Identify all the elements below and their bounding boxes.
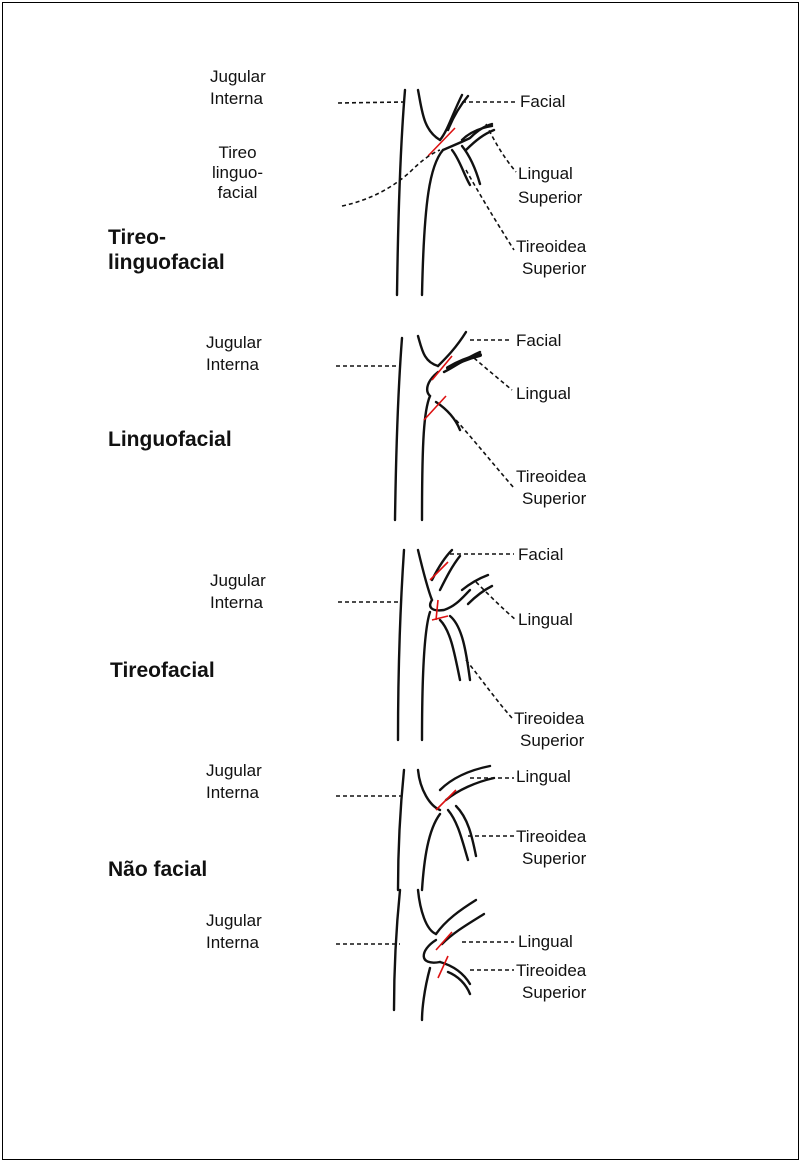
tireoidea-superior-label: Tireoidea Superior — [516, 960, 586, 1004]
jugular-vein-inner-lower — [422, 968, 430, 1020]
panel-5-drawing — [336, 890, 514, 1020]
jugular-vein-outer — [398, 770, 404, 890]
lingual-branch — [440, 766, 494, 800]
lingual-leader — [474, 358, 512, 390]
jugular-vein-inner-upper — [418, 550, 432, 600]
ligature-mark-2 — [438, 956, 448, 978]
jugular-vein-inner-upper — [418, 770, 440, 810]
jugular-vein-outer — [395, 338, 402, 520]
tireoidea-leader — [456, 420, 514, 488]
tireoidea-branch — [422, 396, 460, 520]
jugular-interna-label: Jugular Interna — [210, 66, 266, 110]
lingual-branch — [462, 575, 492, 604]
lingual-branch — [462, 126, 494, 150]
tireoidea-superior-label: Tireoidea Superior — [514, 708, 584, 752]
lingual-label: Lingual — [518, 931, 573, 953]
lingual-label: Lingual — [516, 383, 571, 405]
panel-2-drawing — [336, 332, 514, 520]
jugular-vein-mid — [430, 590, 470, 610]
panel-1-drawing — [338, 90, 518, 295]
panel-4-drawing — [336, 766, 514, 890]
lingual-label: Lingual — [516, 766, 571, 788]
facial-label: Facial — [518, 544, 563, 566]
jugular-vein-outer — [397, 90, 405, 295]
jugular-interna-label: Jugular Interna — [206, 332, 262, 376]
jugular-vein-outer — [398, 550, 404, 740]
tireoidea-leader — [466, 170, 514, 250]
facial-label: Facial — [520, 91, 565, 113]
jugular-interna-label: Jugular Interna — [206, 910, 262, 954]
jugular-vein-outer — [394, 890, 400, 1010]
jugular-interna-label: Jugular Interna — [206, 760, 262, 804]
tireoidea-branch — [440, 962, 470, 994]
type-label: Tireo- linguofacial — [108, 225, 225, 275]
tireolinguofacial-leader — [342, 150, 440, 206]
facial-label: Facial — [516, 330, 561, 352]
ligature-mark — [436, 790, 456, 810]
tireoidea-superior-label: Tireoidea Superior — [516, 236, 586, 280]
tireoidea-leader — [466, 660, 512, 718]
jugular-interna-label: Jugular Interna — [210, 570, 266, 614]
facial-branch — [432, 550, 460, 590]
tireoidea-branch — [440, 616, 470, 680]
jugular-vein-inner-upper — [418, 90, 440, 140]
panel-3-drawing — [338, 550, 516, 740]
lingual-branch-thick — [448, 355, 480, 368]
jugular-vein-inner-lower — [422, 814, 440, 890]
tireoidea-branch — [452, 146, 480, 185]
jugular-leader — [338, 102, 404, 103]
lingual-branch — [436, 900, 484, 944]
lingual-superior-label: Lingual Superior — [518, 162, 582, 210]
jugular-vein-inner-upper — [418, 890, 436, 934]
jugular-vein-inner-upper — [418, 336, 438, 366]
lingual-leader — [476, 582, 516, 620]
tireoidea-superior-label: Tireoidea Superior — [516, 466, 586, 510]
type-label: Linguofacial — [108, 427, 232, 452]
ligature-mark-1 — [436, 932, 452, 950]
tireoidea-superior-label: Tireoidea Superior — [516, 826, 586, 870]
tireoidea-branch — [448, 806, 476, 860]
type-label: Tireofacial — [110, 658, 215, 683]
lingual-label: Lingual — [518, 609, 573, 631]
jugular-vein-inner-lower — [422, 612, 430, 740]
type-label: Não facial — [108, 857, 207, 882]
jugular-vein-mid — [424, 940, 440, 963]
jugular-vein-inner-lower — [422, 150, 443, 295]
tireolinguofacial-label: Tireo linguo- facial — [212, 143, 263, 203]
